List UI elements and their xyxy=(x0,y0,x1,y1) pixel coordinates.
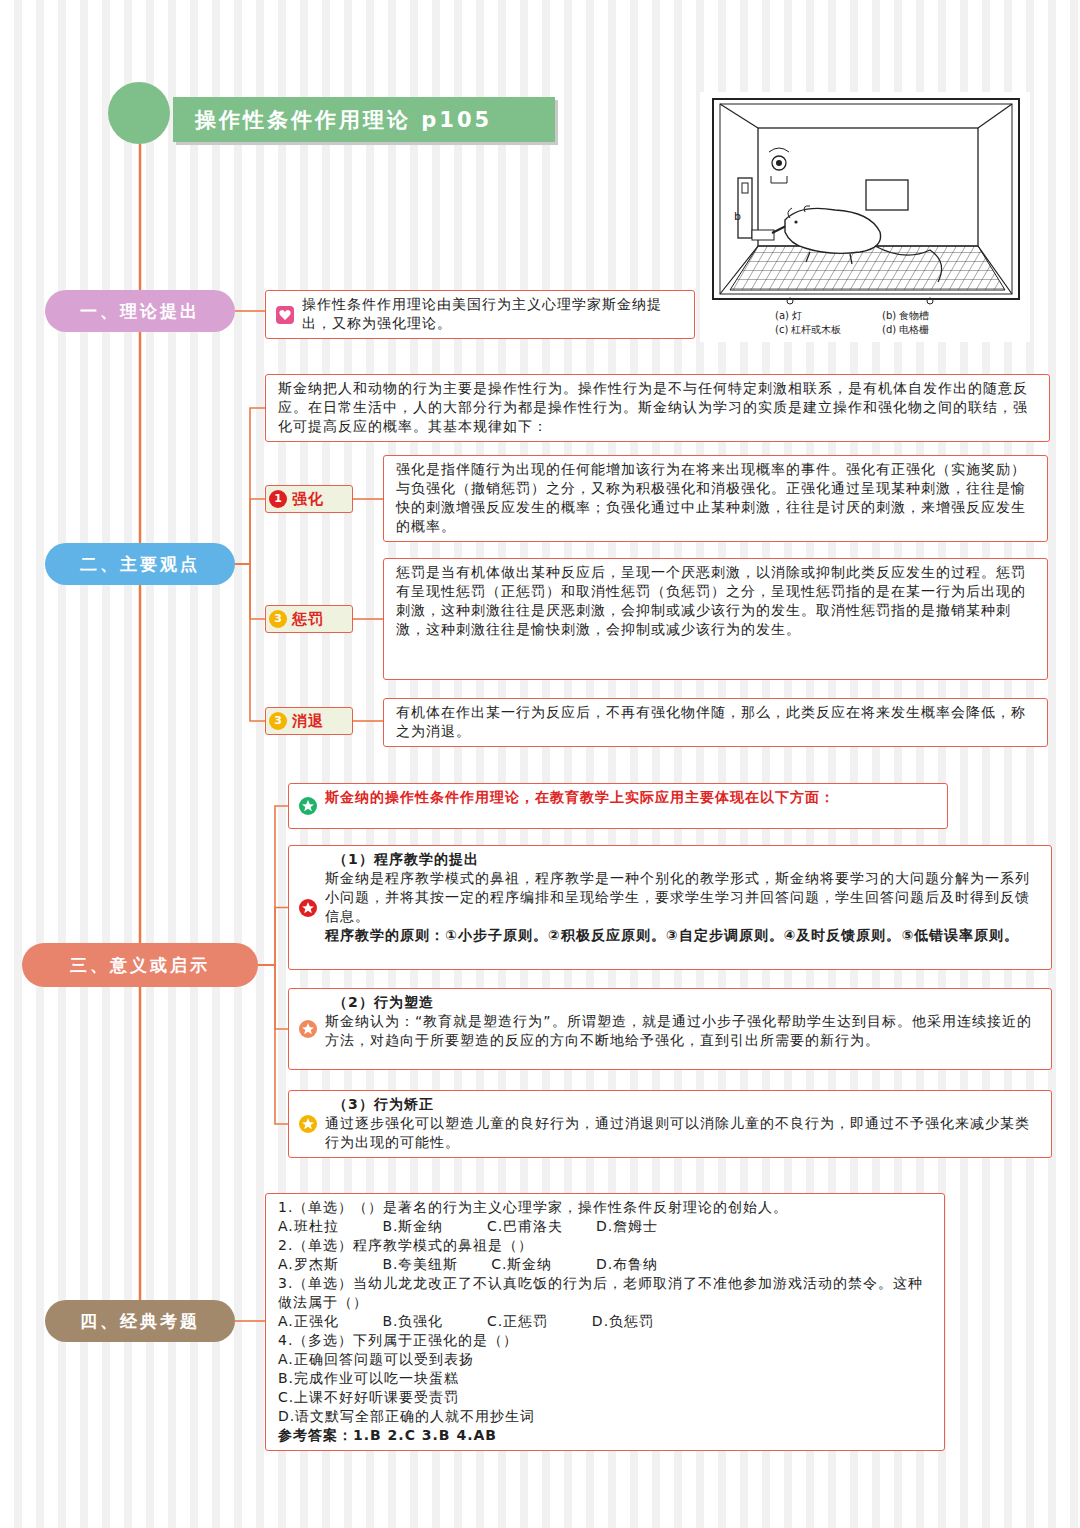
branch-line xyxy=(235,564,265,721)
title-text: 操作性条件作用理论 p105 xyxy=(195,106,492,134)
branch-line xyxy=(258,965,288,1029)
question-line: 3.（单选）当幼儿龙龙改正了不认真吃饭的行为后，老师取消了不准他参加游戏活动的禁… xyxy=(278,1274,936,1312)
section-label: 一、理论提出 xyxy=(80,300,200,323)
content-box: （2）行为塑造斯金纳认为：“教育就是塑造行为”。所谓塑造，就是通过小步子强化帮助… xyxy=(288,988,1052,1070)
body-text: 操作性条件作用理论由美国行为主义心理学家斯金纳提出，又称为强化理论。 xyxy=(302,295,686,333)
badge-number: 3 xyxy=(269,610,287,628)
branch-line xyxy=(353,618,383,620)
spine-line xyxy=(139,987,142,1300)
tag-label: 强化 xyxy=(292,490,324,509)
header-box: 斯金纳的操作性条件作用理论，在教育教学上实际应用主要体现在以下方面： xyxy=(288,783,948,829)
body-text: 通过逐步强化可以塑造儿童的良好行为，通过消退则可以消除儿童的不良行为，即通过不予… xyxy=(325,1114,1043,1152)
content-box: 操作性条件作用理论由美国行为主义心理学家斯金纳提出，又称为强化理论。 xyxy=(265,290,695,339)
question-line: 2.（单选）程序教学模式的鼻祖是（） xyxy=(278,1236,936,1255)
body-text: （1）程序教学的提出 xyxy=(325,850,1043,869)
body-text: 斯金纳是程序教学模式的鼻祖，程序教学是一种个别化的教学形式，斯金纳将要学习的大问… xyxy=(325,869,1043,926)
skinner-box-illustration xyxy=(700,92,1030,342)
section-label: 二、主要观点 xyxy=(80,553,200,576)
question-line: A.正强化 B.负强化 C.正惩罚 D.负惩罚 xyxy=(278,1312,936,1331)
body-text: 斯金纳的操作性条件作用理论，在教育教学上实际应用主要体现在以下方面： xyxy=(325,788,939,807)
body-text: （3）行为矫正 xyxy=(325,1095,1043,1114)
spine-line xyxy=(139,332,142,543)
branch-line xyxy=(258,965,288,1124)
branch-line xyxy=(353,498,383,500)
branch-line xyxy=(235,499,265,564)
content-box: 惩罚是当有机体做出某种反应后，呈现一个厌恶刺激，以消除或抑制此类反应发生的过程。… xyxy=(383,558,1048,680)
content-box: （3）行为矫正通过逐步强化可以塑造儿童的良好行为，通过消退则可以消除儿童的不良行… xyxy=(288,1090,1052,1158)
figure-label: (b) 食物槽 xyxy=(882,309,929,323)
title-band: 操作性条件作用理论 p105 xyxy=(173,97,555,142)
figure-label: (c) 杠杆或木板 xyxy=(775,323,841,337)
body-text: 程序教学的原则：①小步子原则。②积极反应原则。③自定步调原则。④及时反馈原则。⑤… xyxy=(325,926,1043,945)
badge-number: 3 xyxy=(269,712,287,730)
question-line: A.正确回答问题可以受到表扬 xyxy=(278,1350,936,1369)
body-text: 惩罚是当有机体做出某种反应后，呈现一个厌恶刺激，以消除或抑制此类反应发生的过程。… xyxy=(396,563,1039,639)
question-box: 1.（单选）（）是著名的行为主义心理学家，操作性条件反射理论的创始人。A.班杜拉… xyxy=(265,1193,945,1451)
section-pill: 三、意义或启示 xyxy=(22,943,258,987)
branch-line xyxy=(235,310,265,312)
section-pill: 一、理论提出 xyxy=(45,290,235,332)
content-box: 有机体在作出某一行为反应后，不再有强化物伴随，那么，此类反应在将来发生概率会降低… xyxy=(383,698,1048,747)
topic-tag: 3 消退 xyxy=(265,707,353,735)
branch-line xyxy=(235,1320,265,1322)
question-line: A.班杜拉 B.斯金纳 C.巴甫洛夫 D.詹姆士 xyxy=(278,1217,936,1236)
question-line: 参考答案：1.B 2.C 3.B 4.AB xyxy=(278,1426,936,1445)
section-label: 三、意义或启示 xyxy=(70,954,210,977)
spine-line xyxy=(139,585,142,943)
content-box: 斯金纳把人和动物的行为主要是操作性行为。操作性行为是不与任何特定刺激相联系，是有… xyxy=(265,374,1050,442)
spine-line xyxy=(139,144,142,290)
question-line: A.罗杰斯 B.夸美纽斯 C.斯金纳 D.布鲁纳 xyxy=(278,1255,936,1274)
figure-label: (d) 电格栅 xyxy=(882,323,929,337)
topic-tag: 1 强化 xyxy=(265,485,353,513)
body-text: 斯金纳认为：“教育就是塑造行为”。所谓塑造，就是通过小步子强化帮助学生达到目标。… xyxy=(325,1012,1043,1050)
question-line: C.上课不好好听课要受责罚 xyxy=(278,1388,936,1407)
tag-label: 惩罚 xyxy=(292,610,324,629)
body-text: 有机体在作出某一行为反应后，不再有强化物伴随，那么，此类反应在将来发生概率会降低… xyxy=(396,703,1039,741)
title-circle xyxy=(108,82,170,144)
question-line: B.完成作业可以吃一块蛋糕 xyxy=(278,1369,936,1388)
section-pill: 二、主要观点 xyxy=(45,543,235,585)
branch-line xyxy=(235,408,265,564)
question-line: 4.（多选）下列属于正强化的是（） xyxy=(278,1331,936,1350)
content-box: 强化是指伴随行为出现的任何能增加该行为在将来出现概率的事件。强化有正强化（实施奖… xyxy=(383,455,1048,542)
figure-label: b xyxy=(734,210,741,223)
branch-line xyxy=(258,908,288,966)
figure-label: (a) 灯 xyxy=(775,309,802,323)
topic-tag: 3 惩罚 xyxy=(265,605,353,633)
body-text: 强化是指伴随行为出现的任何能增加该行为在将来出现概率的事件。强化有正强化（实施奖… xyxy=(396,460,1039,536)
tag-label: 消退 xyxy=(292,712,324,731)
branch-line xyxy=(258,806,288,965)
section-pill: 四、经典考题 xyxy=(45,1300,235,1342)
badge-number: 1 xyxy=(269,490,287,508)
body-text: （2）行为塑造 xyxy=(325,993,1043,1012)
question-line: 1.（单选）（）是著名的行为主义心理学家，操作性条件反射理论的创始人。 xyxy=(278,1198,936,1217)
body-text: 斯金纳把人和动物的行为主要是操作性行为。操作性行为是不与任何特定刺激相联系，是有… xyxy=(278,379,1041,436)
question-line: D.语文默写全部正确的人就不用抄生词 xyxy=(278,1407,936,1426)
branch-line xyxy=(353,720,383,722)
section-label: 四、经典考题 xyxy=(80,1310,200,1333)
content-box: （1）程序教学的提出斯金纳是程序教学模式的鼻祖，程序教学是一种个别化的教学形式，… xyxy=(288,845,1052,970)
title-banner: 操作性条件作用理论 p105 xyxy=(108,82,555,144)
